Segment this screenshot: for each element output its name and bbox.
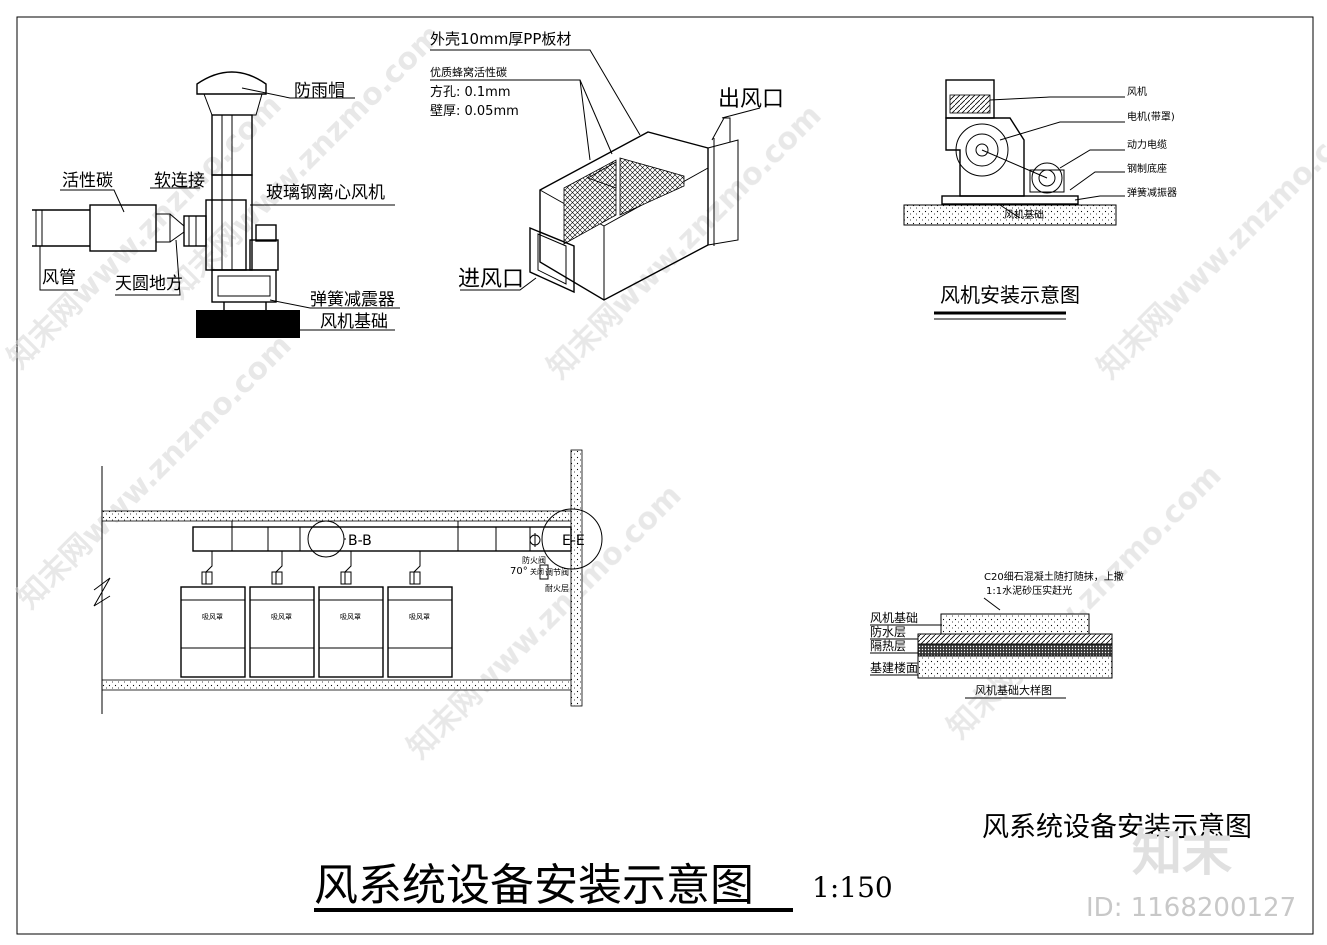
label-spring: 弹簧减振器 bbox=[1127, 186, 1177, 199]
label-activated-carbon: 活性碳 bbox=[62, 171, 113, 191]
unit-label: 吸风罩 bbox=[202, 613, 223, 621]
label-install-foundation: 风机基础 bbox=[1004, 208, 1044, 221]
label-frp-fan: 玻璃钢离心风机 bbox=[266, 183, 385, 203]
section-b-marker: B-B bbox=[348, 533, 372, 549]
note-line-1: C20细石混凝土随打随抹，上撒 bbox=[984, 570, 1124, 583]
label-angle: 70° bbox=[510, 566, 528, 577]
label-outlet: 出风口 bbox=[718, 87, 784, 112]
layer-waterproof: 防水层 bbox=[870, 624, 906, 639]
label-hole: 方孔: 0.1mm bbox=[430, 84, 511, 100]
hood-unit: 吸风罩 bbox=[180, 550, 246, 678]
carbon-box-drawing: 外壳10mm厚PP板材 优质蜂窝活性碳 方孔: 0.1mm 壁厚: 0.05mm… bbox=[430, 30, 784, 301]
label-fan-foundation: 风机基础 bbox=[320, 312, 388, 332]
label-fan: 风机 bbox=[1127, 85, 1147, 98]
layer-foundation: 风机基础 bbox=[870, 611, 918, 625]
watermark-text: 知末网www.znzmo.com bbox=[11, 328, 299, 616]
label-inlet: 进风口 bbox=[458, 267, 524, 292]
label-firewall: 耐火层 bbox=[545, 583, 569, 593]
hood-unit: 吸风罩 bbox=[249, 550, 315, 678]
duct-plan-drawing: B-B E-E 防火阀 70° 关闭 调节阀 耐火层 吸风罩 吸风罩 bbox=[93, 449, 603, 714]
watermark-text: 知末网www.znzmo.com bbox=[941, 458, 1229, 746]
label-motor: 电机(带罩) bbox=[1127, 110, 1175, 123]
sheet-border bbox=[16, 16, 1314, 935]
label-steel-base: 钢制底座 bbox=[1127, 162, 1167, 175]
fan-install-title: 风机安装示意图 bbox=[940, 283, 1080, 307]
layer-floor: 基建楼面 bbox=[870, 660, 918, 675]
section-e-marker: E-E bbox=[562, 533, 585, 549]
foundation-detail-drawing: C20细石混凝土随打随抹，上撒 1:1水泥砂压实赶光 风机基础 防水层 隔热层 … bbox=[870, 570, 1124, 699]
fan-assembly-drawing: 防雨帽 活性碳 软连接 玻璃钢离心风机 风管 天圆地方 弹簧减震器 风机基础 bbox=[32, 71, 400, 338]
note-line-2: 1:1水泥砂压实赶光 bbox=[986, 584, 1072, 597]
label-cable: 动力电缆 bbox=[1127, 138, 1167, 151]
label-transition: 天圆地方 bbox=[115, 274, 183, 294]
layer-insulation: 隔热层 bbox=[870, 639, 906, 653]
label-wall: 壁厚: 0.05mm bbox=[430, 104, 519, 119]
label-fire-damper: 防火阀 bbox=[522, 555, 546, 565]
brand-watermark: 知末 bbox=[1132, 824, 1232, 882]
id-watermark: ID: 1168200127 bbox=[1086, 893, 1296, 923]
hood-unit: 吸风罩 bbox=[387, 550, 453, 678]
unit-label: 吸风罩 bbox=[271, 613, 292, 621]
fan-install-drawing: 风机 电机(带罩) 动力电缆 钢制底座 弹簧减振器 风机基础 风机安装示意图 bbox=[903, 79, 1177, 320]
label-honeycomb: 优质蜂窝活性碳 bbox=[430, 65, 507, 79]
label-valve: 调节阀 bbox=[545, 568, 569, 577]
watermark-layer: 知末网www.znzmo.com 知末网www.znzmo.com 知末网www… bbox=[1, 18, 1327, 766]
label-spring-damper: 弹簧减震器 bbox=[310, 290, 395, 310]
unit-label: 吸风罩 bbox=[340, 613, 361, 621]
subtitle: 风系统设备安装示意图 bbox=[982, 812, 1252, 843]
label-soft-connection: 软连接 bbox=[154, 171, 205, 191]
label-rain-cap: 防雨帽 bbox=[294, 81, 345, 101]
hood-unit: 吸风罩 bbox=[318, 550, 384, 678]
foundation-caption: 风机基础大样图 bbox=[975, 683, 1052, 697]
label-shell: 外壳10mm厚PP板材 bbox=[430, 30, 571, 48]
scale-label: 1:150 bbox=[812, 871, 893, 904]
unit-label: 吸风罩 bbox=[409, 613, 430, 621]
label-angle-note: 关闭 bbox=[530, 567, 544, 576]
label-air-duct: 风管 bbox=[42, 268, 76, 288]
page-title: 风系统设备安装示意图 bbox=[314, 860, 754, 911]
